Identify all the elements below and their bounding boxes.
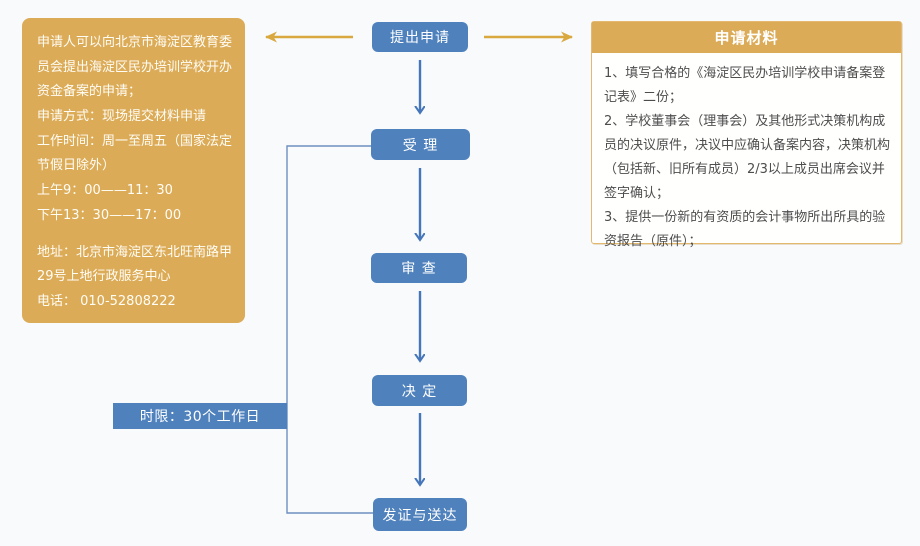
materials-panel-title: 申请材料 (592, 22, 901, 53)
flow-step-review: 审 查 (371, 253, 467, 283)
flow-step-submit-application: 提出申请 (372, 22, 468, 52)
info-line-address: 地址：北京市海淀区东北旺南路甲29号上地行政服务中心 (37, 244, 233, 285)
info-line: 申请人可以向北京市海淀区教育委员会提出海淀区民办培训学校开办资金备案的申请； (37, 35, 233, 100)
flow-step-issue-and-deliver: 发证与送达 (373, 498, 467, 531)
flow-step-acceptance: 受 理 (371, 129, 470, 160)
info-line: 工作时间：周一至周五（国家法定节假日除外） (37, 133, 233, 174)
material-item: 3、提供一份新的有资质的会计事物所出所具的验资报告（原件）； (604, 210, 886, 250)
info-line-phone: 电话： 010-52808222 (37, 293, 176, 309)
info-line: 下午13：30——17：00 (37, 207, 182, 223)
info-line: 申请方式：现场提交材料申请 (37, 109, 207, 125)
application-info-panel: 申请人可以向北京市海淀区教育委员会提出海淀区民办培训学校开办资金备案的申请； 申… (22, 18, 245, 323)
time-limit-bracket (286, 145, 373, 514)
info-line: 上午9：00——11：30 (37, 183, 173, 199)
flow-step-decision: 决 定 (372, 375, 467, 406)
materials-panel-body: 1、填写合格的《海淀区民办培训学校申请备案登记表》二份； 2、学校董事会（理事会… (592, 53, 901, 254)
materials-panel: 申请材料 1、填写合格的《海淀区民办培训学校申请备案登记表》二份； 2、学校董事… (591, 21, 902, 249)
time-limit-box: 时限：30个工作日 (113, 403, 287, 429)
material-item: 2、学校董事会（理事会）及其他形式决策机构成员的决议原件，决议中应确认备案内容，… (604, 114, 891, 202)
material-item: 1、填写合格的《海淀区民办培训学校申请备案登记表》二份； (604, 66, 886, 106)
